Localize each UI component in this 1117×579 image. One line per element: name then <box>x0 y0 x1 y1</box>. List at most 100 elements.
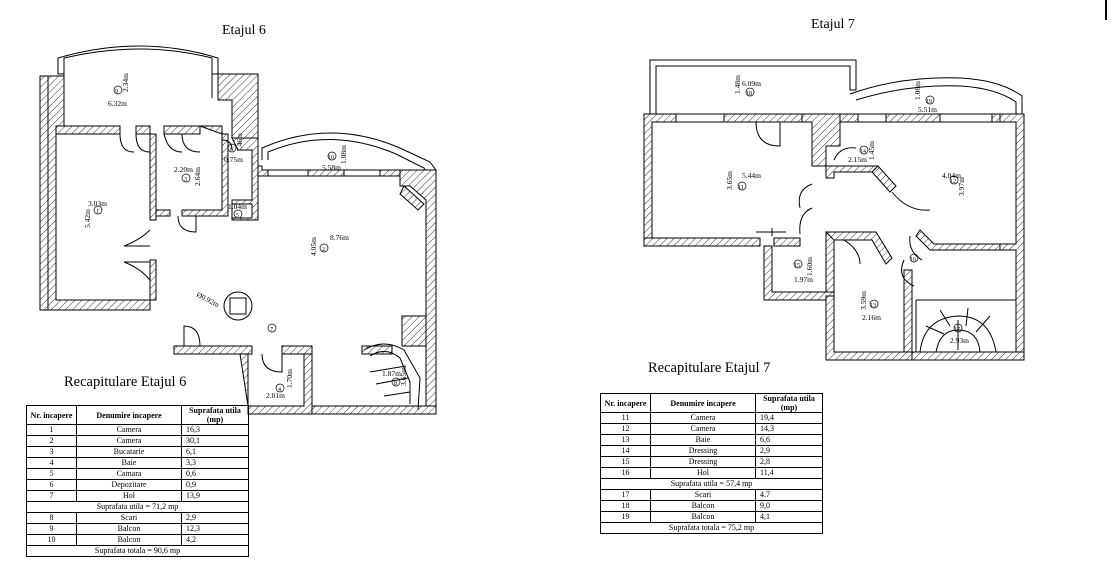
cell-nr: 15 <box>600 456 651 468</box>
total-row-text: Suprafata totala = 90,6 mp <box>26 545 249 557</box>
cell-name: Dressing <box>650 456 756 468</box>
balcony-18 <box>649 59 857 114</box>
svg-text:16: 16 <box>910 257 916 263</box>
dim-r18b: 1.48m <box>733 75 742 94</box>
dim-r15: 1.97m <box>794 275 813 284</box>
cell-name: Camera <box>650 423 756 435</box>
dim-r14: 2.15m <box>848 155 867 164</box>
cell-nr: 10 <box>26 534 77 546</box>
floor7-labels: 1.48m 6.09m 18 1.06m 19 5.51m 3.65m 5.44… <box>725 75 969 345</box>
dim-r13b: 3.59m <box>859 291 868 310</box>
cell-area: 4,1 <box>755 511 823 523</box>
dim-r1b: 5.42m <box>83 209 92 228</box>
svg-text:13: 13 <box>870 303 876 309</box>
svg-text:4: 4 <box>278 387 281 393</box>
cell-name: Balcon <box>650 500 756 512</box>
cell-name: Baie <box>650 434 756 446</box>
cell-area: 13,9 <box>181 490 249 502</box>
cell-area: 3,3 <box>181 457 249 469</box>
cell-nr: 14 <box>600 445 651 457</box>
cell-area: 11,4 <box>755 467 823 479</box>
cell-nr: 5 <box>26 468 77 480</box>
svg-text:15: 15 <box>794 263 800 269</box>
dim-r13: 2.16m <box>862 313 881 322</box>
cell-area: 6,6 <box>755 434 823 446</box>
table-header-row: Nr. incapere Denumire incapere Suprafata… <box>26 405 249 425</box>
svg-text:9: 9 <box>115 89 118 95</box>
cell-area: 16,3 <box>181 424 249 436</box>
total-row: Suprafata totala = 75,2 mp <box>600 522 823 534</box>
svg-text:12: 12 <box>950 179 956 185</box>
svg-text:18: 18 <box>746 91 752 97</box>
floor7-recap-title: Recapitulare Etajul 7 <box>648 360 771 376</box>
dim-r18: 6.09m <box>742 79 761 88</box>
cell-nr: 11 <box>600 412 651 424</box>
cell-name: Dressing <box>650 445 756 457</box>
cell-name: Balcon <box>650 511 756 523</box>
dim-r8b: 3.65m <box>399 367 408 386</box>
svg-text:11: 11 <box>738 185 744 191</box>
col-denumire: Denumire incapere <box>76 405 182 425</box>
svg-text:2: 2 <box>322 247 325 253</box>
dim-r4: 2.01m <box>266 391 285 400</box>
dim-dia: Ø0.92m <box>195 290 221 309</box>
cell-name: Camera <box>76 424 182 436</box>
cell-area: 14,3 <box>755 423 823 435</box>
dim-r9: 6.32m <box>108 99 127 108</box>
cell-nr: 19 <box>600 511 651 523</box>
cell-nr: 4 <box>26 457 77 469</box>
cell-name: Balcon <box>76 523 182 535</box>
svg-text:1: 1 <box>96 209 99 215</box>
floor6-recap-table: Nr. incapere Denumire incapere Suprafata… <box>26 405 249 557</box>
cell-nr: 8 <box>26 512 77 524</box>
dim-r2b: 4.05m <box>309 237 318 256</box>
subtotal-row: Suprafata utila = 71,2 mp <box>26 501 249 513</box>
cell-area: 2,8 <box>755 456 823 468</box>
cell-area: 4.7 <box>755 489 823 501</box>
dim-r10b: 1.08m <box>339 145 348 164</box>
cell-nr: 3 <box>26 446 77 458</box>
dim-r6: 0.75m <box>224 155 243 164</box>
table-header-row: Nr. incapere Denumire incapere Suprafata… <box>600 393 823 413</box>
cell-nr: 17 <box>600 489 651 501</box>
cell-name: Hol <box>76 490 182 502</box>
floor7-plan: Etajul 7 <box>643 17 1025 361</box>
cell-area: 9,0 <box>755 500 823 512</box>
cell-name: Bucatarie <box>76 446 182 458</box>
balcony-9 <box>57 45 219 75</box>
cell-nr: 1 <box>26 424 77 436</box>
dim-r19b: 1.06m <box>913 81 922 100</box>
cell-area: 2,9 <box>181 512 249 524</box>
cell-nr: 18 <box>600 500 651 512</box>
dim-r12b: 3.97m <box>957 177 966 196</box>
dim-r10: 5.58m <box>322 163 341 172</box>
dim-r17: 2.93m <box>950 336 969 345</box>
cell-nr: 12 <box>600 423 651 435</box>
svg-text:19: 19 <box>926 99 932 105</box>
cell-area: 0,9 <box>181 479 249 491</box>
dim-r1: 3.03m <box>88 199 107 208</box>
cell-nr: 13 <box>600 434 651 446</box>
balcony-19 <box>849 77 1023 114</box>
col-nr: Nr. incapere <box>600 393 651 413</box>
total-row: Suprafata totala = 90,6 mp <box>26 545 249 557</box>
svg-text:6: 6 <box>230 147 233 153</box>
cell-area: 30,1 <box>181 435 249 447</box>
svg-text:5: 5 <box>236 213 239 219</box>
dim-r3: 2.20m <box>174 165 193 174</box>
dim-r12: 4.04m <box>942 171 961 180</box>
col-denumire: Denumire incapere <box>650 393 756 413</box>
